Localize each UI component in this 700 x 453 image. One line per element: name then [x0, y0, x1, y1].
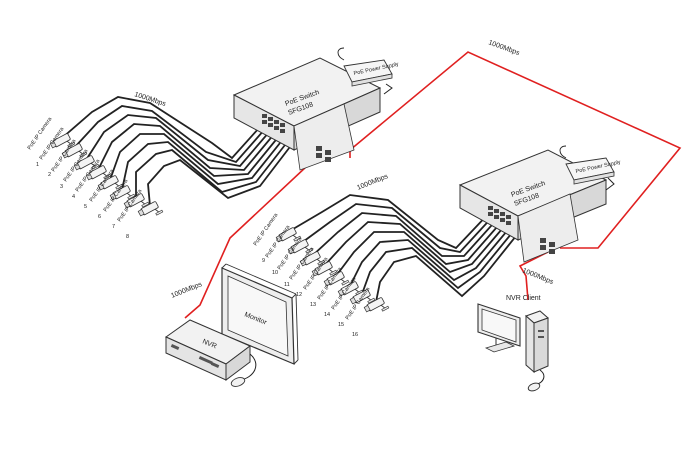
camera-number: 16 — [352, 332, 358, 338]
camera-number: 14 — [324, 312, 330, 318]
camera-number: 8 — [126, 234, 129, 240]
poe-switch-1: PoE Switch SFG108 — [232, 57, 382, 171]
client-mouse — [527, 369, 545, 392]
camera-number: 10 — [272, 270, 278, 276]
camera-number: 15 — [338, 322, 344, 328]
camera-8 — [137, 199, 164, 223]
camera-number: 5 — [84, 204, 87, 210]
sw1-cam-speed-label: 1000Mbps — [133, 91, 167, 108]
power-adapter-2: PoE Power Supply — [559, 145, 622, 191]
nvr-client-label: NVR Client — [506, 295, 541, 302]
camera-number: 3 — [60, 184, 63, 190]
poe-cables-group2 — [287, 194, 521, 303]
camera-number: 6 — [98, 214, 101, 220]
camera-number: 4 — [72, 194, 75, 200]
switch2-ports — [488, 206, 555, 254]
nvr: NVR — [164, 319, 251, 381]
camera-number: 1 — [36, 162, 39, 168]
client-link-cable — [518, 251, 549, 301]
camera-number: 13 — [310, 302, 316, 308]
camera-16 — [363, 295, 390, 319]
poe-cables-group1 — [61, 96, 297, 207]
nvr-client: NVR Client — [477, 295, 549, 374]
sw2-cam-speed-label: 1000Mbps — [356, 173, 389, 192]
switch1-ports — [262, 114, 331, 162]
camera-number: 9 — [262, 258, 265, 264]
monitor: Monitor — [221, 263, 299, 365]
power-adapter-1: PoE Power Supply — [337, 47, 400, 95]
camera-number: 12 — [296, 292, 302, 298]
camera-number: 11 — [284, 282, 290, 288]
camera-number: 2 — [48, 172, 51, 178]
camera-number: 7 — [112, 224, 115, 230]
nvr-mouse — [230, 353, 257, 387]
nvr-link-speed-label: 1000Mbps — [170, 281, 203, 300]
uplink-speed-label: 1000Mbps — [487, 39, 521, 57]
nvr-link-cable — [184, 151, 323, 319]
